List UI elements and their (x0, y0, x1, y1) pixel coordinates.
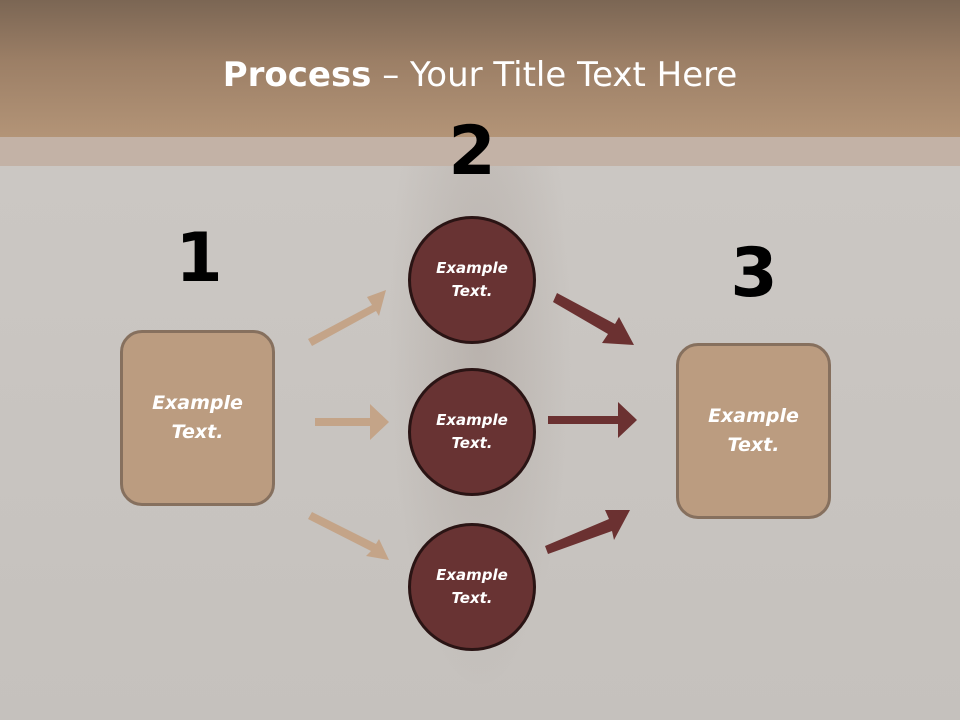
right-arrows (545, 293, 637, 554)
step-1-text: Example Text. (152, 392, 243, 443)
step-2-circle-middle: Example Text. (408, 368, 536, 496)
step-3-box: Example Text. (676, 343, 831, 519)
left-arrows (308, 290, 389, 560)
slide-title: Process – Your Title Text Here (0, 55, 960, 95)
title-header-bar (0, 0, 960, 137)
step-2-circle-top: Example Text. (408, 216, 536, 344)
arrow-right-up (553, 293, 634, 345)
step-3-text: Example Text. (708, 405, 799, 456)
circle-top-text: Example Text. (436, 259, 508, 300)
step-1-box: Example Text. (120, 330, 275, 506)
step-number-2: 2 (448, 112, 496, 191)
step-number-1: 1 (175, 219, 223, 298)
arrow-right-mid (548, 402, 637, 438)
title-rest: – Your Title Text Here (371, 55, 738, 95)
arrow-left-up (308, 290, 386, 346)
header-band (0, 137, 960, 166)
circle-middle-text: Example Text. (436, 411, 508, 452)
step-number-3: 3 (730, 234, 778, 313)
title-bold: Process (222, 55, 372, 95)
arrow-left-down (308, 512, 389, 560)
arrow-left-mid (315, 404, 389, 440)
arrow-right-down (545, 510, 630, 554)
circle-bottom-text: Example Text. (436, 566, 508, 607)
step-2-circle-bottom: Example Text. (408, 523, 536, 651)
